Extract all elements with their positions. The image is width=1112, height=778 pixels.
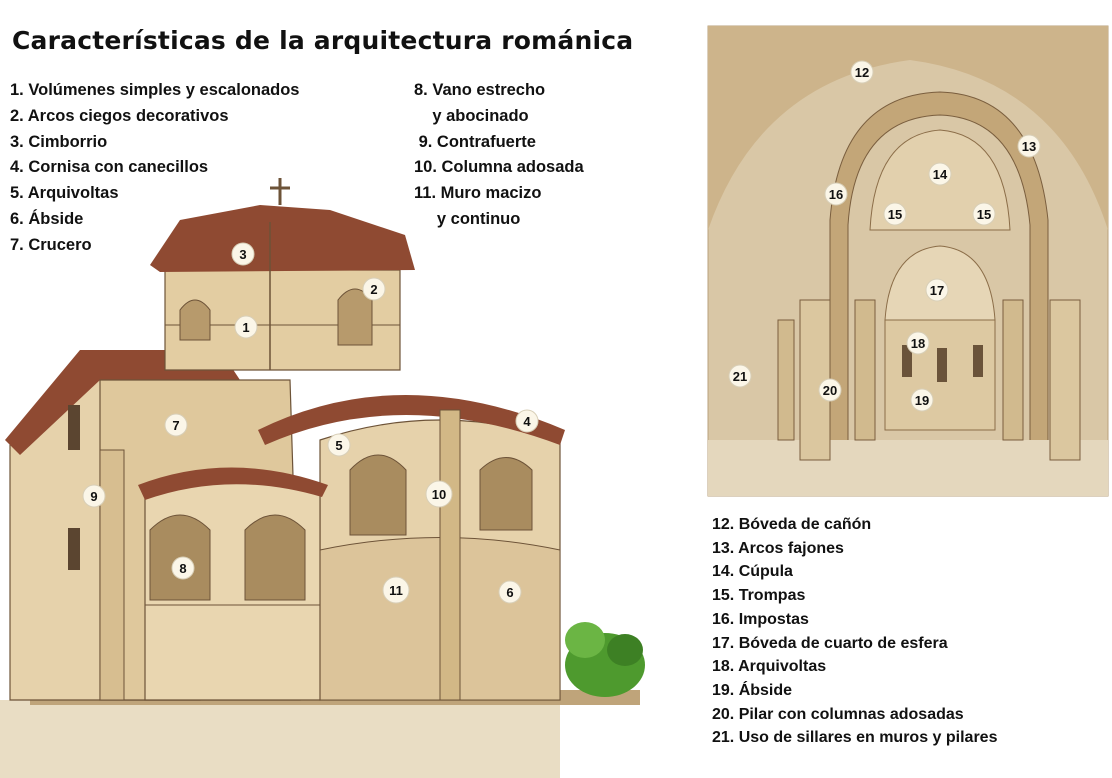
- svg-text:2: 2: [370, 282, 377, 297]
- exterior-legend-right: 8. Vano estrecho y abocinado 9. Contrafu…: [414, 78, 584, 233]
- marker-8: 8: [171, 556, 195, 580]
- pillar: [1049, 299, 1081, 461]
- marker-17: 17: [925, 278, 949, 302]
- window: [68, 528, 80, 570]
- pillar: [777, 319, 795, 441]
- marker-5: 5: [327, 433, 351, 457]
- nave-roof: [5, 350, 240, 455]
- legend-item: 5. Arquivoltas: [10, 184, 119, 203]
- legend-item: 7. Crucero: [10, 235, 92, 254]
- legend-item: 19. Ábside: [712, 681, 793, 699]
- pillar: [854, 299, 876, 441]
- window: [937, 348, 947, 382]
- marker-16: 16: [824, 182, 848, 206]
- svg-text:19: 19: [915, 393, 929, 408]
- legend-item: 6. Ábside: [10, 209, 84, 228]
- marker-2: 2: [362, 277, 386, 301]
- legend-item: 4. Cornisa con canecillos: [10, 158, 209, 177]
- svg-text:15: 15: [977, 207, 991, 222]
- legend-item: 1. Volúmenes simples y escalonados: [10, 81, 300, 99]
- marker-15: 15: [972, 202, 996, 226]
- svg-text:15: 15: [888, 207, 902, 222]
- svg-text:11: 11: [389, 583, 403, 598]
- legend-item: 13. Arcos fajones: [712, 539, 844, 557]
- dome: [869, 129, 1011, 231]
- legend-item: 20. Pilar con columnas adosadas: [712, 705, 964, 723]
- marker-20: 20: [818, 378, 842, 402]
- marker-18: 18: [906, 331, 930, 355]
- legend-item: 16. Impostas: [712, 610, 809, 628]
- legend-item: 18. Arquivoltas: [712, 658, 827, 676]
- marker-12: 12: [850, 60, 874, 84]
- marker-10: 10: [425, 480, 453, 508]
- legend-item: 8. Vano estrecho y abocinado: [414, 81, 546, 125]
- window: [68, 405, 80, 450]
- pillar: [799, 299, 831, 461]
- apse-wall: [884, 319, 996, 431]
- apse-vault: [884, 245, 996, 321]
- marker-14: 14: [928, 162, 952, 186]
- page-title: Características de la arquitectura román…: [12, 26, 634, 55]
- legend-item: 17. Bóveda de cuarto de esfera: [712, 634, 948, 652]
- svg-text:16: 16: [829, 187, 843, 202]
- legend-item: 12. Bóveda de cañón: [712, 516, 872, 533]
- floor: [708, 440, 1108, 496]
- cimborrio: [150, 178, 415, 371]
- svg-text:13: 13: [1022, 139, 1036, 154]
- exterior-legend-left: 1. Volúmenes simples y escalonados 2. Ar…: [10, 78, 299, 259]
- side-apse: [138, 467, 328, 701]
- svg-text:9: 9: [90, 489, 97, 504]
- svg-text:10: 10: [432, 487, 446, 502]
- svg-text:3: 3: [239, 247, 246, 262]
- legend-item: 15. Trompas: [712, 587, 806, 605]
- svg-text:21: 21: [733, 369, 747, 384]
- marker-3: 3: [231, 242, 255, 266]
- svg-text:17: 17: [930, 283, 944, 298]
- window: [902, 345, 912, 377]
- svg-text:6: 6: [506, 585, 513, 600]
- church-exterior-illustration: 1 2 3 4 5 6 7 8 9 10 11: [0, 178, 645, 778]
- legend-item: 3. Cimborrio: [10, 132, 108, 151]
- marker-4: 4: [515, 409, 539, 433]
- legend-item: 11. Muro macizo y continuo: [414, 184, 542, 228]
- interior-frame: [707, 25, 1109, 497]
- legend-item: 2. Arcos ciegos decorativos: [10, 106, 229, 125]
- marker-9: 9: [82, 484, 106, 508]
- interior-legend: 12. Bóveda de cañón 13. Arcos fajones 14…: [712, 513, 997, 750]
- svg-text:20: 20: [823, 383, 837, 398]
- marker-19: 19: [910, 388, 934, 412]
- svg-text:7: 7: [172, 418, 179, 433]
- svg-text:5: 5: [335, 438, 342, 453]
- marker-21: 21: [728, 364, 752, 388]
- window: [973, 345, 983, 377]
- svg-text:12: 12: [855, 65, 869, 80]
- pillar: [1002, 299, 1024, 441]
- marker-7: 7: [164, 413, 188, 437]
- legend-item: 9. Contrafuerte: [414, 132, 536, 151]
- legend-item: 21. Uso de sillares en muros y pilares: [712, 729, 998, 747]
- legend-item: 14. Cúpula: [712, 563, 793, 581]
- marker-6: 6: [498, 580, 522, 604]
- transverse-arch: [829, 91, 1049, 461]
- svg-text:14: 14: [933, 167, 948, 182]
- main-apse: [258, 395, 565, 701]
- legend-item: 10. Columna adosada: [414, 158, 584, 177]
- svg-text:1: 1: [242, 320, 249, 335]
- ground: [0, 700, 560, 778]
- svg-text:18: 18: [911, 336, 925, 351]
- buttress: [99, 449, 125, 701]
- svg-text:4: 4: [523, 414, 531, 429]
- marker-11: 11: [382, 576, 410, 604]
- svg-text:8: 8: [179, 561, 186, 576]
- marker-13: 13: [1017, 134, 1041, 158]
- marker-15: 15: [883, 202, 907, 226]
- bush: [565, 622, 645, 697]
- barrel-vault: [708, 26, 1108, 230]
- marker-1: 1: [234, 315, 258, 339]
